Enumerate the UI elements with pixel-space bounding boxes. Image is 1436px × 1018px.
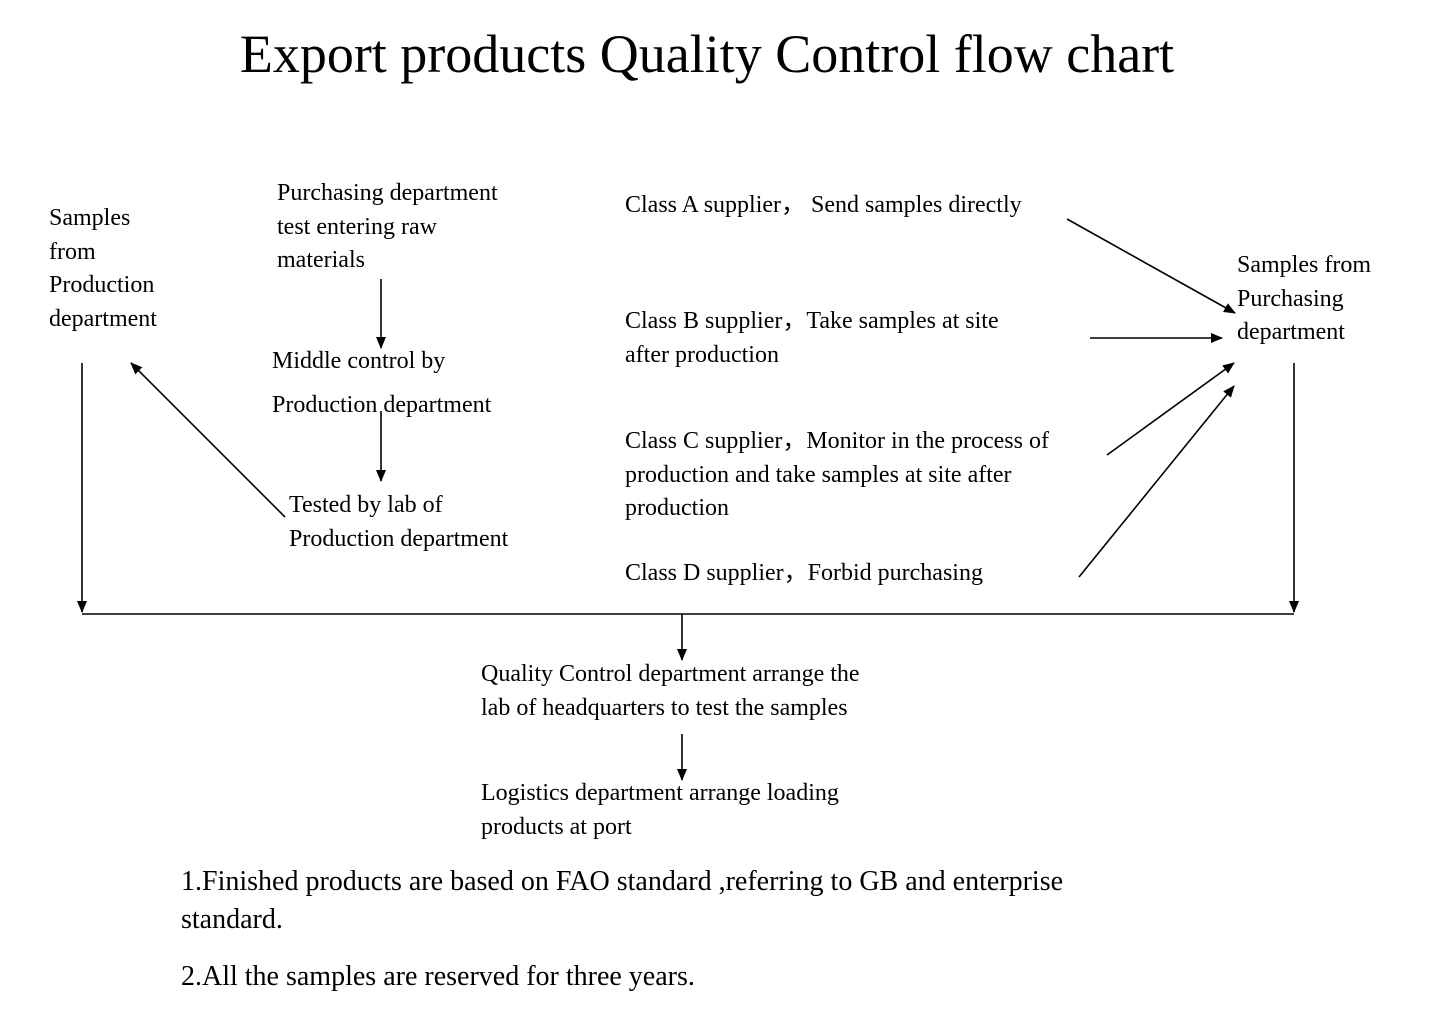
node-class-b-supplier: Class B supplier，Take samples at site af… [625, 305, 999, 372]
node-text-line: Class D supplier，Forbid purchasing [625, 560, 983, 586]
node-text-line: Class A supplier， Send samples directly [625, 192, 1022, 218]
node-text-line: products at port [481, 813, 632, 840]
node-samples-from-production: Samples from Production department [49, 202, 157, 336]
note-standard-cont: standard. [181, 904, 283, 935]
node-text-line: Quality Control department arrange the [481, 661, 860, 687]
arrow-lab-to-samples-production [130, 362, 286, 518]
chart-title: Export products Quality Control flow cha… [239, 24, 1175, 84]
node-lab-production: Tested by lab of Production department [289, 489, 508, 556]
arrow-class-d-to-samples-purchasing [1078, 385, 1235, 578]
node-text-line: after production [625, 341, 779, 368]
node-text-line: Middle control by [272, 348, 446, 374]
note-standard: 1.Finished products are based on FAO sta… [181, 866, 1064, 897]
node-logistics: Logistics department arrange loading pro… [481, 777, 839, 844]
node-qc-department: Quality Control department arrange the l… [481, 658, 860, 725]
node-text-line: test entering raw [277, 213, 437, 240]
node-samples-from-purchasing: Samples from Purchasing department [1237, 249, 1371, 350]
node-text-line: materials [277, 247, 365, 273]
node-text-line: department [49, 305, 157, 332]
node-text-line: Samples [49, 205, 131, 231]
node-text-line: Samples from [1237, 252, 1371, 278]
node-class-a-supplier: Class A supplier， Send samples directly [625, 189, 1022, 223]
node-purchasing-test: Purchasing department test entering raw … [277, 177, 498, 278]
node-text-line: Class C supplier，Monitor in the process … [625, 428, 1049, 454]
node-text-line: Production [49, 272, 155, 298]
arrow-class-c-to-samples-purchasing [1106, 362, 1235, 456]
node-text-line: Purchasing [1237, 285, 1344, 312]
node-text-line: Production department [289, 525, 509, 552]
arrow-class-a-to-samples-purchasing [1066, 218, 1236, 314]
node-text-line: Tested by lab of [289, 492, 443, 518]
node-text-line: from [49, 238, 96, 265]
node-text-line: production and take samples at site afte… [625, 461, 1012, 488]
node-class-c-supplier: Class C supplier，Monitor in the process … [625, 425, 1049, 526]
note-reserve: 2.All the samples are reserved for three… [181, 961, 695, 992]
node-text-line: production [625, 495, 729, 521]
node-text-line: Logistics department arrange loading [481, 780, 839, 806]
node-text-line: Purchasing department [277, 180, 498, 206]
node-class-d-supplier: Class D supplier，Forbid purchasing [625, 557, 983, 591]
node-text-line: department [1237, 319, 1345, 345]
node-text-line: Class B supplier，Take samples at site [625, 308, 999, 334]
node-text-line: lab of headquarters to test the samples [481, 694, 848, 721]
